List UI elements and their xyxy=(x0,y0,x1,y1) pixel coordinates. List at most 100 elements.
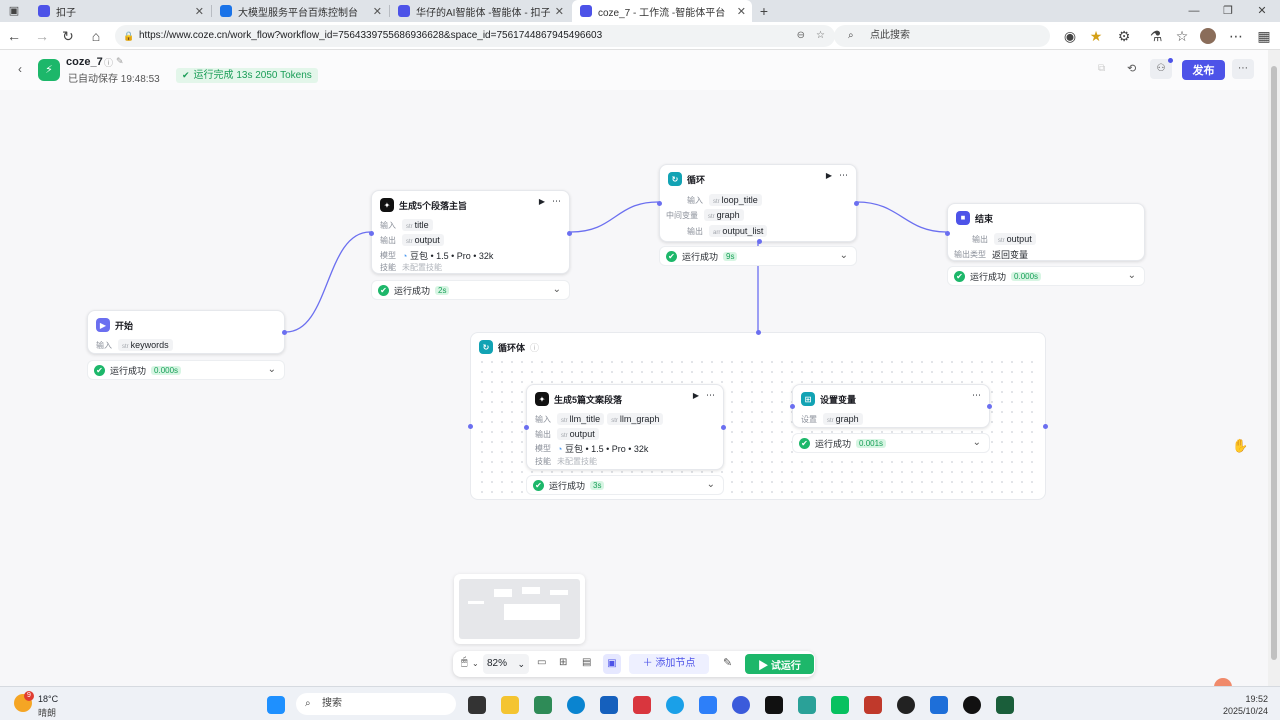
tab-kouzi[interactable]: 扣子 ✕ xyxy=(30,0,210,22)
add-node-button[interactable]: ＋ 添加节点 xyxy=(629,654,709,674)
profile-avatar[interactable] xyxy=(1200,28,1216,44)
image-icon[interactable]: ▤ xyxy=(582,657,592,668)
loop-top-port[interactable] xyxy=(756,330,761,335)
browser-icon[interactable] xyxy=(666,696,684,714)
copy-icon[interactable]: ⧉ xyxy=(1098,63,1106,74)
more-icon[interactable]: ⋯ xyxy=(552,196,561,206)
close-window-icon[interactable]: ✕ xyxy=(1257,5,1267,17)
app-icon[interactable] xyxy=(963,696,981,714)
close-icon[interactable]: ✕ xyxy=(736,5,746,18)
file-explorer-icon[interactable] xyxy=(501,696,519,714)
chevron-down-icon[interactable]: ⌄ xyxy=(972,437,981,448)
more-icon[interactable]: ⋯ xyxy=(972,390,981,400)
grid-layout-icon[interactable]: ⊞ xyxy=(559,657,568,668)
app-icon[interactable] xyxy=(930,696,948,714)
windows-start-icon[interactable] xyxy=(267,696,285,714)
collaborate-icon[interactable]: ⚇ xyxy=(1150,59,1172,79)
output-port[interactable] xyxy=(987,404,992,409)
taskbar-search[interactable]: ⌕ 搜索 xyxy=(296,693,456,715)
minimap-toggle-icon[interactable]: ▣ xyxy=(603,654,621,674)
wechat-icon[interactable] xyxy=(831,696,849,714)
run-node-icon[interactable]: ▶ xyxy=(538,197,545,206)
test-run-button[interactable]: ▶ 试运行 xyxy=(745,654,814,674)
floating-assistant-icon[interactable] xyxy=(1214,678,1232,688)
favorite-star-icon[interactable]: ☆ xyxy=(816,30,825,41)
pycharm-icon[interactable] xyxy=(996,696,1014,714)
zoom-select[interactable]: 82% ⌄ xyxy=(483,654,529,674)
forward-icon[interactable]: → xyxy=(35,28,49,44)
minimap[interactable] xyxy=(454,574,585,644)
info-icon[interactable]: ⓘ xyxy=(104,58,114,68)
sidebar-icon[interactable]: ▦ xyxy=(1257,28,1271,44)
run-node-icon[interactable]: ▶ xyxy=(825,171,832,180)
extension-icon[interactable]: ◉ xyxy=(1063,28,1077,44)
wps-icon[interactable] xyxy=(633,696,651,714)
publish-button[interactable]: 发布 xyxy=(1182,60,1225,80)
more-icon[interactable]: ⋯ xyxy=(1232,59,1254,79)
chevron-down-icon[interactable]: ⌄ xyxy=(472,659,479,668)
input-port[interactable] xyxy=(945,231,950,236)
input-port[interactable] xyxy=(657,201,662,206)
chrome-icon[interactable] xyxy=(897,696,915,714)
extension-icon[interactable]: ⚙ xyxy=(1117,28,1131,44)
restore-icon[interactable]: ❐ xyxy=(1223,5,1233,17)
store-icon[interactable] xyxy=(600,696,618,714)
output-port[interactable] xyxy=(282,330,287,335)
scrollbar-thumb[interactable] xyxy=(1271,66,1277,660)
output-port[interactable] xyxy=(721,425,726,430)
app-icon[interactable] xyxy=(534,696,552,714)
extension-icon[interactable]: ⚗ xyxy=(1149,28,1163,44)
app-icon[interactable] xyxy=(732,696,750,714)
input-port[interactable] xyxy=(790,404,795,409)
app-icon[interactable] xyxy=(798,696,816,714)
loop-input-port[interactable] xyxy=(468,424,473,429)
extension-icon[interactable]: ★ xyxy=(1089,28,1103,44)
tab-actions-icon[interactable]: ▣ xyxy=(8,5,20,17)
loop-output-port[interactable] xyxy=(1043,424,1048,429)
comment-icon[interactable]: ▭ xyxy=(537,657,547,668)
chevron-down-icon[interactable]: ⌄ xyxy=(706,479,715,490)
new-tab-button[interactable]: + xyxy=(759,3,769,19)
input-port[interactable] xyxy=(369,231,374,236)
refresh-icon[interactable]: ↻ xyxy=(62,28,74,44)
close-icon[interactable]: ✕ xyxy=(194,5,204,18)
edit-icon[interactable]: ✎ xyxy=(116,56,124,66)
qq-icon[interactable] xyxy=(765,696,783,714)
tab-bailian[interactable]: 大模型服务平台百炼控制台 ✕ xyxy=(212,0,388,22)
output-port[interactable] xyxy=(567,231,572,236)
output-port[interactable] xyxy=(854,201,859,206)
chevron-down-icon[interactable]: ⌄ xyxy=(839,250,848,261)
close-icon[interactable]: ✕ xyxy=(372,5,382,18)
home-icon[interactable]: ⌂ xyxy=(91,28,101,44)
chevron-down-icon[interactable]: ⌄ xyxy=(267,364,276,375)
edge-browser-icon[interactable] xyxy=(567,696,585,714)
more-icon[interactable]: ⋯ xyxy=(839,170,848,180)
zoom-icon[interactable]: ⊖ xyxy=(796,30,805,41)
run-node-icon[interactable]: ▶ xyxy=(692,391,699,400)
url-input[interactable]: 🔒 https://www.coze.cn/work_flow?workflow… xyxy=(115,25,835,47)
back-icon[interactable]: ← xyxy=(7,28,21,44)
chevron-down-icon[interactable]: ⌄ xyxy=(1127,270,1136,281)
task-view-icon[interactable] xyxy=(468,696,486,714)
tab-agent[interactable]: 华仔的AI智能体 -智能体 - 扣子 ✕ xyxy=(390,0,570,22)
info-icon[interactable]: ⓘ xyxy=(530,342,540,353)
chevron-down-icon[interactable]: ⌄ xyxy=(552,284,561,295)
app-icon[interactable] xyxy=(864,696,882,714)
mail-icon[interactable] xyxy=(699,696,717,714)
search-input[interactable]: ⌕ 点此搜索 xyxy=(834,25,1050,47)
minimize-icon[interactable]: — xyxy=(1188,5,1200,17)
page-scrollbar[interactable] xyxy=(1268,50,1280,686)
more-menu-icon[interactable]: ⋯ xyxy=(1229,28,1243,44)
